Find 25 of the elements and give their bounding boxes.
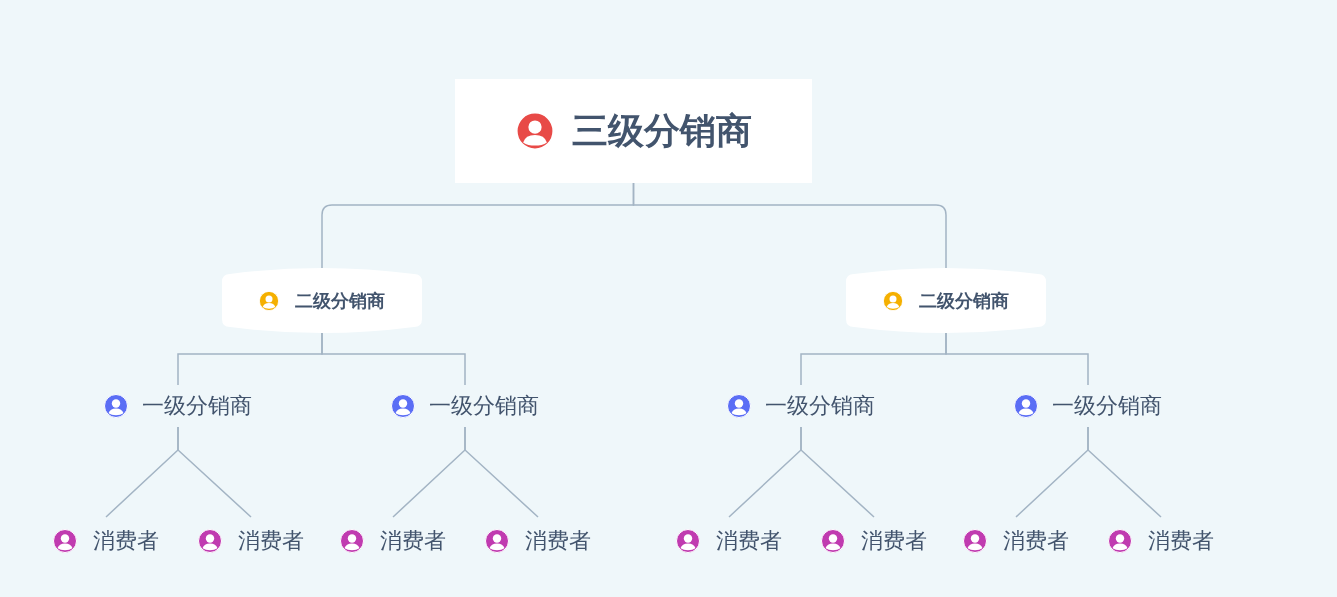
node-label: 消费者 — [861, 527, 927, 555]
connector-line — [800, 426, 875, 518]
root-box — [455, 79, 812, 183]
node-label: 一级分销商 — [429, 392, 539, 420]
node-label: 消费者 — [238, 527, 304, 555]
node-label: 三级分销商 — [571, 108, 752, 153]
node-label: 消费者 — [716, 527, 782, 555]
connector-line — [321, 332, 466, 386]
node-label: 一级分销商 — [142, 392, 252, 420]
node-label: 消费者 — [1148, 527, 1214, 555]
connector-line — [945, 332, 1089, 386]
connector-line — [177, 426, 252, 518]
node-label: 二级分销商 — [919, 288, 1009, 313]
node-card — [846, 268, 1046, 333]
node-label: 消费者 — [525, 527, 591, 555]
node-label: 二级分销商 — [295, 288, 385, 313]
connector-line — [1087, 426, 1162, 518]
connector-line — [632, 182, 947, 269]
connector-line — [464, 426, 539, 518]
node-label: 消费者 — [380, 527, 446, 555]
node-label: 一级分销商 — [1052, 392, 1162, 420]
node-card — [222, 268, 422, 333]
node-label: 一级分销商 — [765, 392, 875, 420]
node-label: 消费者 — [1003, 527, 1069, 555]
node-label: 消费者 — [93, 527, 159, 555]
